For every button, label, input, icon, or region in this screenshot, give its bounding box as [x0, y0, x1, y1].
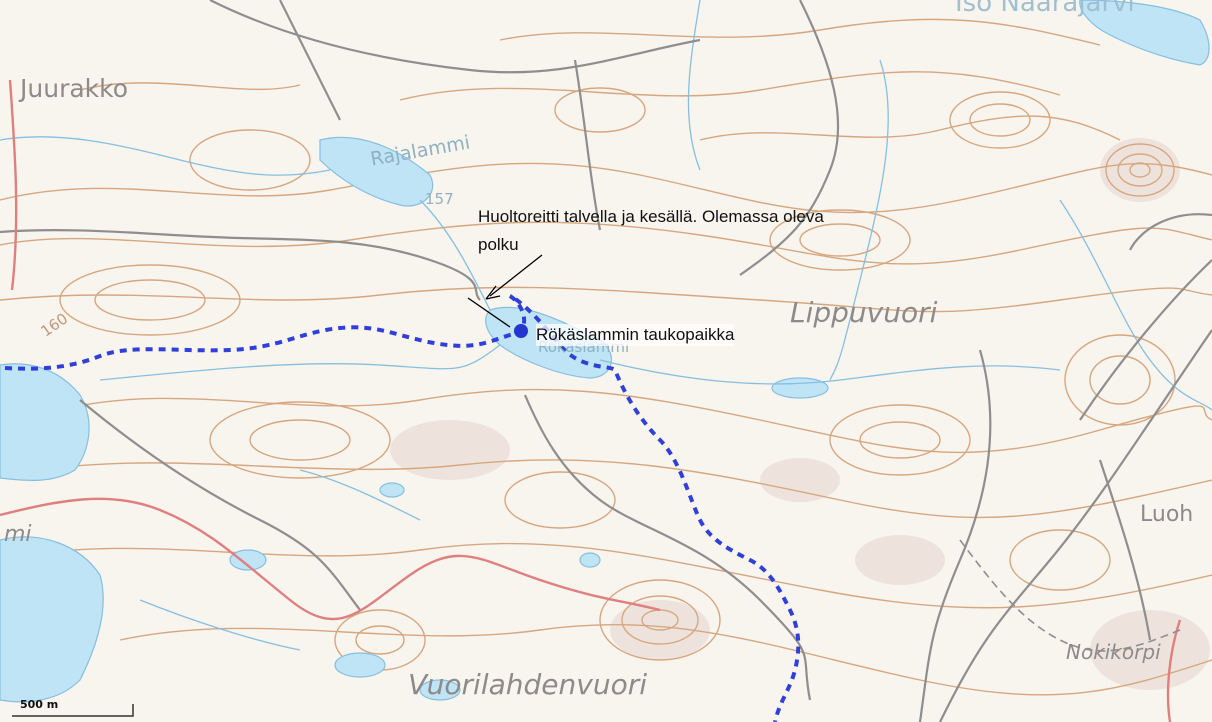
scale-bar-line	[12, 704, 134, 717]
lake-northeast	[1079, 0, 1210, 66]
lake-rajalammi	[319, 136, 434, 207]
lake-southwest	[0, 536, 104, 703]
pond-3	[771, 377, 829, 399]
hiking-route[interactable]	[4, 294, 801, 722]
scale-bar-label: 500 m	[20, 698, 59, 711]
place-label-juurakko: Juurakko	[20, 74, 129, 103]
contour-lines	[0, 18, 1212, 696]
place-label-top-right: Iso Naarajärvi	[955, 0, 1135, 18]
streams	[0, 0, 1212, 651]
height-label-157: 157	[425, 190, 454, 208]
route-note-line1: Huoltoreitti talvella ja kesällä. Olemas…	[478, 207, 824, 226]
annotation-arrow	[467, 254, 543, 328]
pond-5	[334, 652, 386, 678]
pond-2	[379, 482, 405, 498]
place-label-luoh: Luoh	[1140, 502, 1194, 527]
main-roads	[0, 79, 1182, 722]
relief-shading	[390, 138, 1210, 690]
pond-1	[229, 549, 267, 571]
pond-4	[579, 552, 601, 568]
rest-stop-marker[interactable]	[514, 324, 528, 338]
place-label-left-mi: mi	[4, 522, 32, 547]
place-label-vuorilahdenvuori: Vuorilahdenvuori	[408, 668, 647, 701]
place-label-nokikorpi: Nokikorpi	[1066, 640, 1161, 664]
lake-west	[0, 363, 90, 482]
place-label-lippuvuori: Lippuvuori	[790, 296, 938, 329]
pond-6	[419, 679, 461, 701]
route-note-line2: polku	[478, 235, 519, 254]
rest-stop-label: Rökäslammin taukopaikka	[536, 324, 735, 346]
footpath-dashed	[959, 539, 1181, 652]
